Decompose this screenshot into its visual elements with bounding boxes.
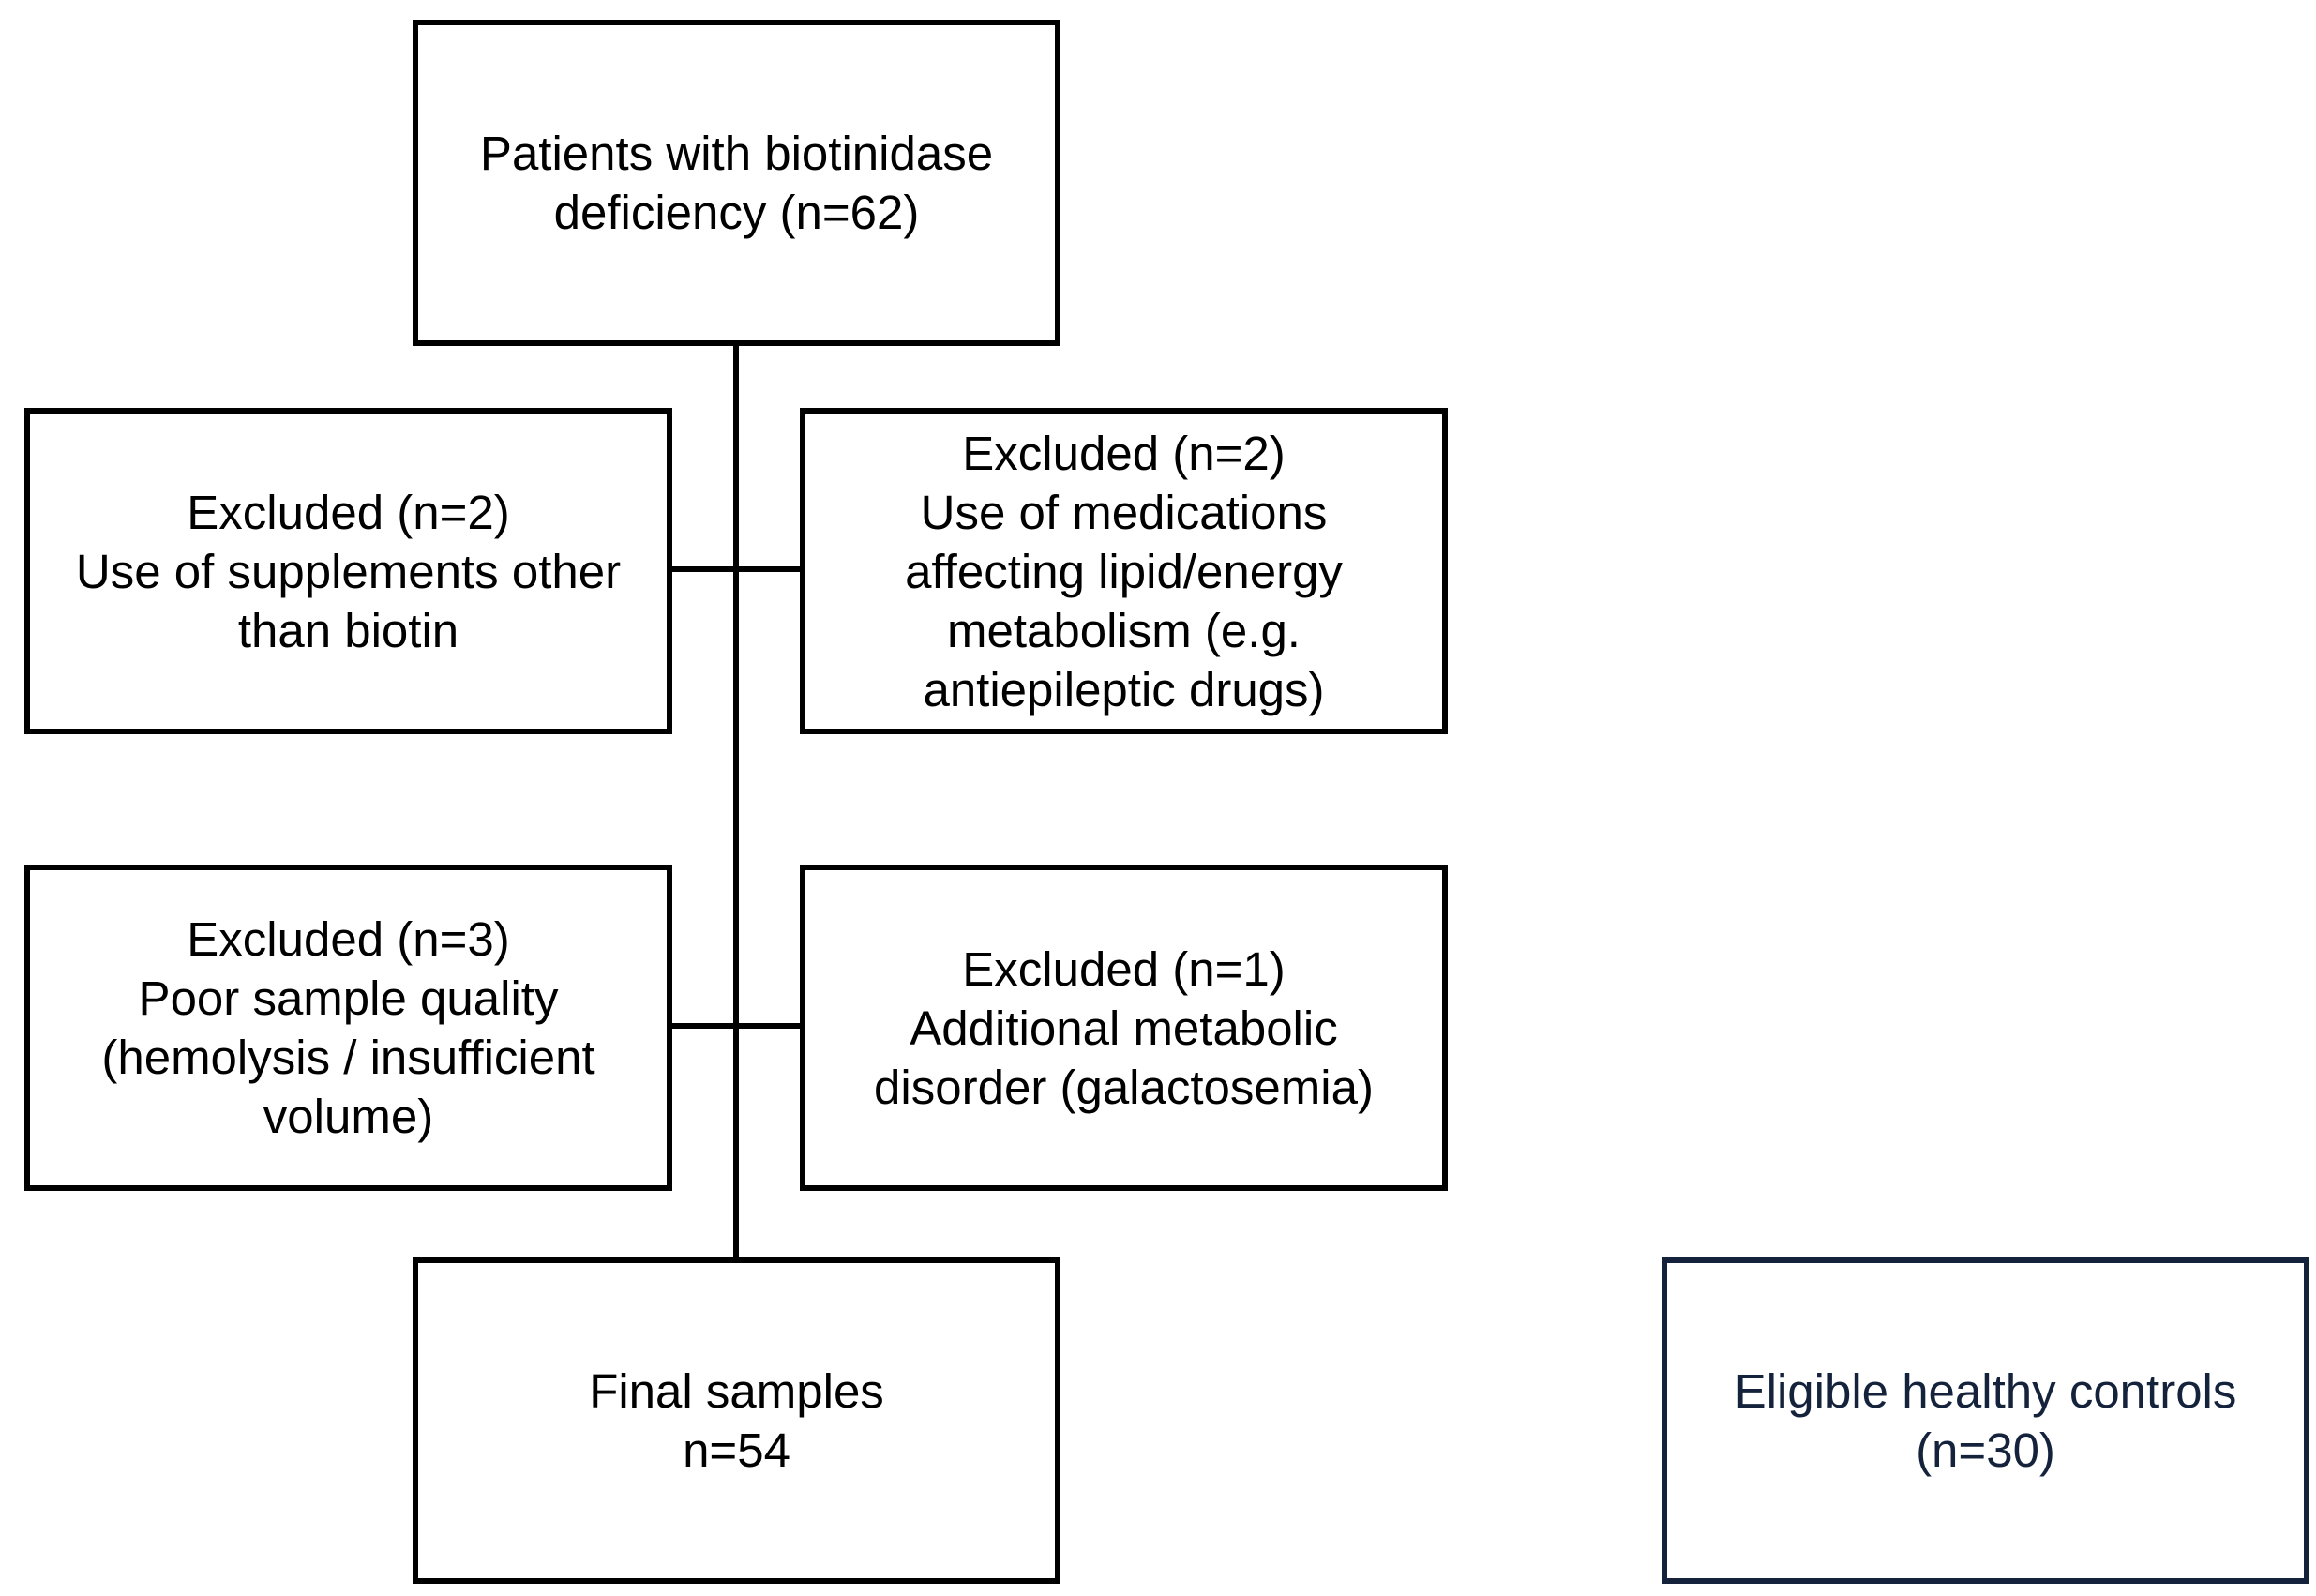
excluded-supplements-line-3: than biotin xyxy=(237,603,459,657)
excluded-sample-quality-box: Excluded (n=3) Poor sample quality (hemo… xyxy=(24,865,672,1191)
final-samples-line-2: n=54 xyxy=(683,1423,790,1477)
excluded-sample-quality-line-4: volume) xyxy=(263,1090,434,1143)
final-samples-box: Final samples n=54 xyxy=(413,1257,1060,1584)
excluded-medications-line-2: Use of medications xyxy=(920,485,1328,539)
excluded-metabolic-line-2: Additional metabolic xyxy=(910,1001,1338,1055)
main-vertical-connector xyxy=(733,340,739,1259)
excluded-supplements-box: Excluded (n=2) Use of supplements other … xyxy=(24,408,672,734)
connector-to-sample-quality-box xyxy=(669,1023,739,1029)
excluded-metabolic-box: Excluded (n=1) Additional metabolic diso… xyxy=(800,865,1448,1191)
excluded-medications-line-3: affecting lipid/energy xyxy=(905,544,1343,598)
healthy-controls-line-1: Eligible healthy controls xyxy=(1734,1364,2237,1418)
excluded-metabolic-line-3: disorder (galactosemia) xyxy=(874,1060,1374,1114)
patients-box: Patients with biotinidase deficiency (n=… xyxy=(413,20,1060,346)
connector-to-medications-box xyxy=(733,566,804,572)
final-samples-line-1: Final samples xyxy=(589,1364,884,1418)
excluded-medications-box: Excluded (n=2) Use of medications affect… xyxy=(800,408,1448,734)
patients-line-2: deficiency (n=62) xyxy=(553,186,920,239)
excluded-metabolic-line-1: Excluded (n=1) xyxy=(962,941,1286,996)
excluded-sample-quality-line-2: Poor sample quality xyxy=(138,971,559,1025)
patients-line-1: Patients with biotinidase xyxy=(479,127,994,180)
excluded-medications-line-1: Excluded (n=2) xyxy=(962,426,1286,480)
excluded-sample-quality-line-1: Excluded (n=3) xyxy=(187,912,510,966)
excluded-medications-line-5: antiepileptic drugs) xyxy=(923,662,1325,716)
excluded-sample-quality-line-3: (hemolysis / insufficient xyxy=(101,1031,595,1084)
connector-to-supplements-box xyxy=(669,566,739,572)
excluded-supplements-line-2: Use of supplements other xyxy=(75,544,622,598)
excluded-supplements-line-1: Excluded (n=2) xyxy=(187,485,510,539)
connector-to-metabolic-box xyxy=(733,1023,804,1029)
excluded-medications-line-4: metabolism (e.g. xyxy=(947,603,1301,657)
healthy-controls-box: Eligible healthy controls (n=30) xyxy=(1662,1257,2309,1584)
healthy-controls-line-2: (n=30) xyxy=(1916,1423,2055,1477)
